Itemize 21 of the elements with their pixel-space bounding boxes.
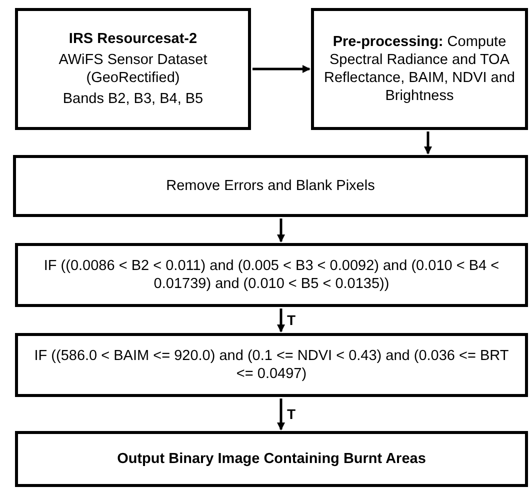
- box-heading: IRS Resourcesat-2: [68, 30, 198, 48]
- edge-label: T: [286, 407, 297, 421]
- box-text: Bands B2, B3, B4, B5: [62, 90, 204, 108]
- process-box: [311, 8, 528, 130]
- arrow: [252, 65, 310, 73]
- arrow: [424, 132, 432, 154]
- edge-label: T: [286, 313, 297, 327]
- box-text: IF ((0.0086 < B2 < 0.011) and (0.005 < B3 < 0.0092) and (0.010 < B4 < 0.01739) and (0.010 < B5 < 0.0135)): [42, 256, 500, 294]
- box-text: Pre-processing: Compute Spectral Radiance and TOA Reflectance, BAIM, NDVI and Brightness: [323, 32, 516, 106]
- arrow: [277, 218, 285, 242]
- process-box: [13, 155, 528, 217]
- output-box: [15, 431, 528, 487]
- process-box: [15, 333, 528, 397]
- box-text: IF ((586.0 < BAIM <= 920.0) and (0.1 <= NDVI < 0.43) and (0.036 <= BRT <= 0.0497): [33, 346, 510, 384]
- process-box: [15, 243, 528, 307]
- box-text: AWiFS Sensor Dataset (GeoRectified): [58, 50, 208, 88]
- box-text: Remove Errors and Blank Pixels: [166, 176, 375, 196]
- box-text: Output Binary Image Containing Burnt Areas: [117, 450, 426, 468]
- data-source-box: [15, 8, 251, 130]
- arrow: [277, 308, 285, 332]
- arrow: [277, 398, 285, 430]
